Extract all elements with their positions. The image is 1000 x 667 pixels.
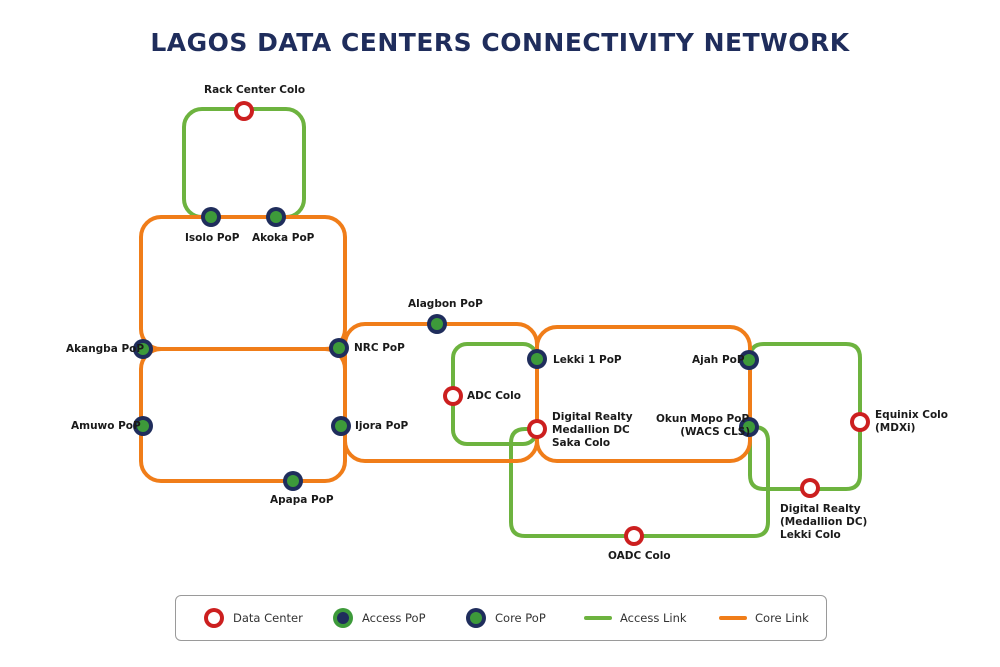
label-dr-lekki-line1: Digital Realty: [780, 503, 861, 515]
core-pop-node-isolo: [201, 207, 221, 227]
access-link-rack-center-loop: [182, 107, 306, 219]
label-isolo: Isolo PoP: [185, 232, 240, 244]
legend-item-core-pop: Core PoP: [465, 596, 546, 640]
label-equinix-line2: (MDXi): [875, 422, 916, 434]
data-center-node-adc: [443, 386, 463, 406]
legend-label-access-pop: Access PoP: [362, 611, 426, 625]
core-pop-node-akangba: [133, 339, 153, 359]
label-dr-lekki-line3: Lekki Colo: [780, 529, 841, 541]
label-lekki1: Lekki 1 PoP: [553, 354, 622, 366]
label-equinix-line1: Equinix Colo: [875, 409, 948, 421]
label-oadc: OADC Colo: [608, 550, 671, 562]
legend-label-core-link: Core Link: [755, 611, 809, 625]
label-alagbon: Alagbon PoP: [408, 298, 483, 310]
label-nrc: NRC PoP: [354, 342, 405, 354]
core-link-lower-ring: [139, 347, 347, 483]
core-link-upper-ring: [139, 215, 347, 351]
label-apapa: Apapa PoP: [270, 494, 334, 506]
access-link-equinix-loop: [748, 342, 862, 491]
access-pop-icon: [333, 608, 353, 628]
label-rack-center: Rack Center Colo: [204, 84, 306, 96]
label-equinix: Equinix Colo (MDXi): [875, 409, 948, 435]
access-link-swatch: [584, 616, 612, 620]
label-dr-saka-line1: Digital Realty: [552, 411, 633, 423]
access-link-oadc-loop: [509, 425, 770, 538]
label-ijora: Ijora PoP: [355, 420, 409, 432]
data-center-node-oadc: [624, 526, 644, 546]
core-pop-node-ijora: [331, 416, 351, 436]
label-okun: Okun Mopo PoP (WACS CLS): [656, 413, 751, 439]
data-center-node-equinix: [850, 412, 870, 432]
legend-label-access-link: Access Link: [620, 611, 687, 625]
label-dr-lekki-line2: (Medallion DC): [780, 516, 868, 528]
label-amuwo: Amuwo PoP: [71, 420, 141, 432]
legend-item-access-pop: Access PoP: [332, 596, 426, 640]
label-dr-saka: Digital Realty Medallion DC Saka Colo: [552, 411, 633, 450]
data-center-node-rack-center: [234, 101, 254, 121]
core-pop-node-amuwo: [133, 416, 153, 436]
legend-item-access-link: Access Link: [584, 596, 687, 640]
core-pop-node-okun: [739, 417, 759, 437]
label-ajah: Ajah PoP: [692, 354, 745, 366]
core-link-swatch: [719, 616, 747, 620]
diagram-title: LAGOS DATA CENTERS CONNECTIVITY NETWORK: [150, 28, 850, 57]
label-okun-line1: Okun Mopo PoP: [656, 413, 750, 425]
core-pop-node-lekki1: [527, 349, 547, 369]
legend-item-data-center: Data Center: [203, 596, 303, 640]
label-dr-saka-line3: Saka Colo: [552, 437, 611, 449]
label-dr-saka-line2: Medallion DC: [552, 424, 630, 436]
label-akoka: Akoka PoP: [252, 232, 315, 244]
data-center-node-dr-lekki: [800, 478, 820, 498]
legend-label-data-center: Data Center: [233, 611, 303, 625]
core-pop-node-alagbon: [427, 314, 447, 334]
label-akangba: Akangba PoP: [66, 343, 145, 355]
core-pop-icon: [466, 608, 486, 628]
data-center-icon: [204, 608, 224, 628]
core-pop-node-nrc: [329, 338, 349, 358]
data-center-node-dr-saka: [527, 419, 547, 439]
core-pop-node-apapa: [283, 471, 303, 491]
core-link-east-ring: [535, 325, 752, 463]
label-okun-line2: (WACS CLS): [680, 426, 751, 438]
core-pop-node-akoka: [266, 207, 286, 227]
label-dr-lekki: Digital Realty (Medallion DC) Lekki Colo: [780, 503, 867, 542]
label-adc: ADC Colo: [467, 390, 521, 402]
legend-label-core-pop: Core PoP: [495, 611, 546, 625]
core-pop-node-ajah: [739, 350, 759, 370]
legend-item-core-link: Core Link: [719, 596, 809, 640]
legend: Data Center Access PoP Core PoP Access L…: [175, 595, 827, 641]
